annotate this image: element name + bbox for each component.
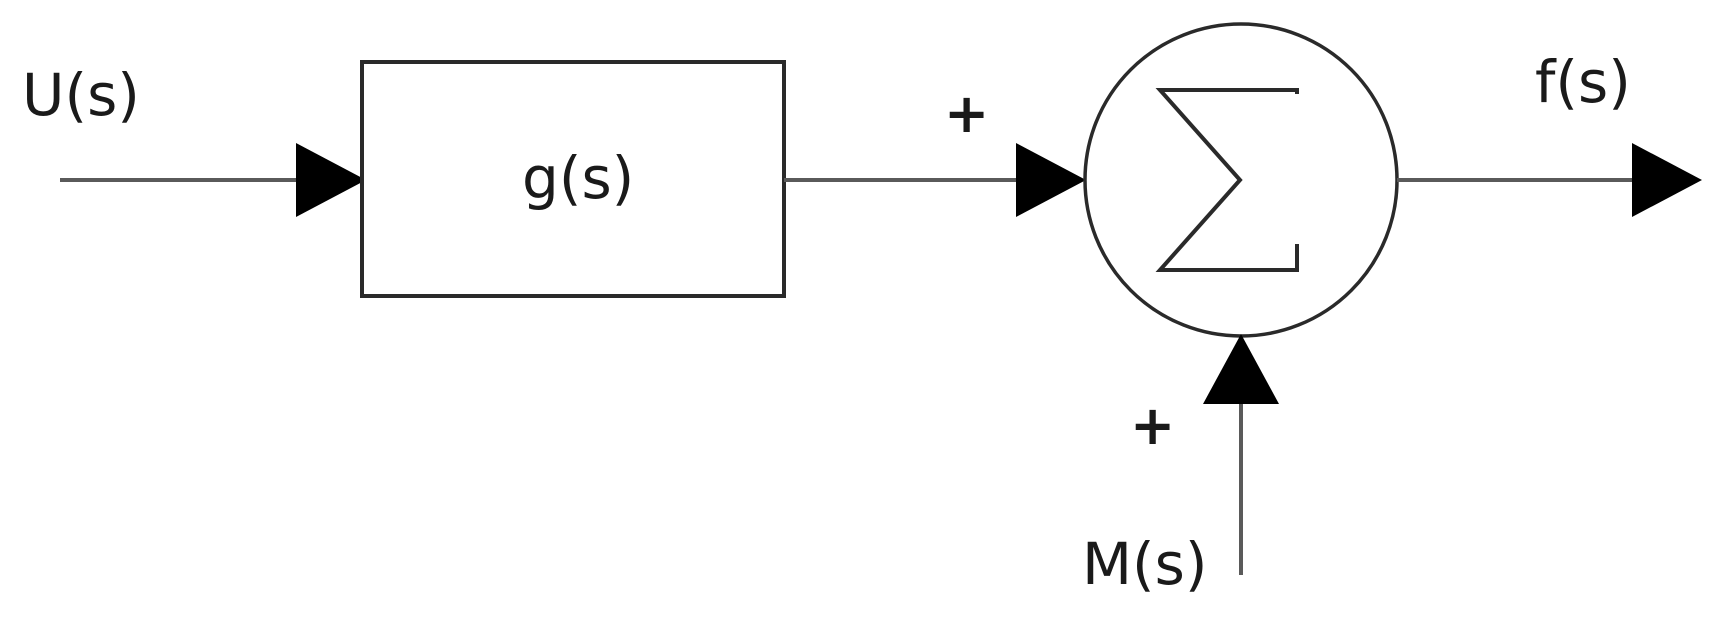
output-label: f(s) xyxy=(1535,48,1631,116)
input-arrowhead xyxy=(296,143,366,217)
disturbance-label: M(s) xyxy=(1082,530,1208,598)
input-label: U(s) xyxy=(22,61,140,129)
sum-sign-bottom: + xyxy=(1130,394,1175,457)
sigma-icon xyxy=(1155,88,1299,272)
sum-bottom-arrowhead xyxy=(1203,334,1279,404)
sum-left-arrowhead xyxy=(1016,143,1086,217)
block-label: g(s) xyxy=(522,144,634,212)
output-arrowhead xyxy=(1632,143,1702,217)
sum-sign-left: + xyxy=(944,82,989,145)
